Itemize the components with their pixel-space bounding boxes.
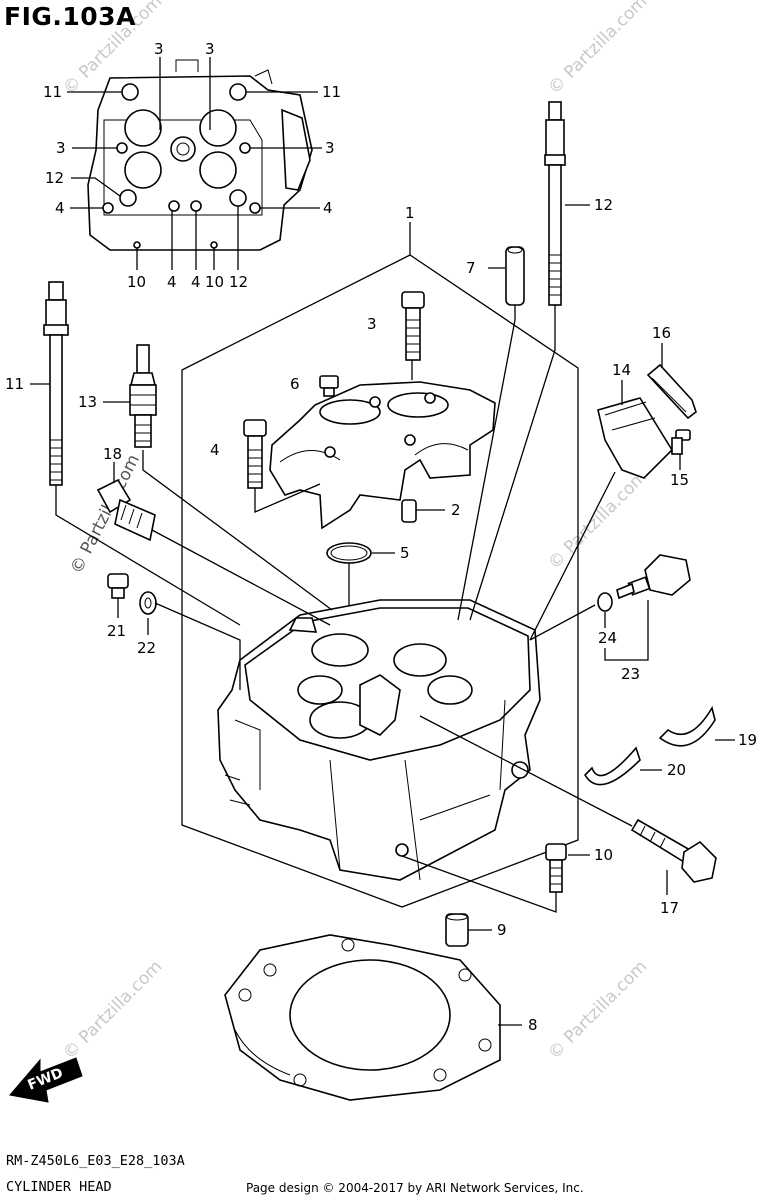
- bolt-17: [419, 715, 717, 895]
- spark-plug-13: [103, 344, 333, 611]
- watermark-text: © Partzilla.com: [544, 467, 651, 574]
- intake-pipe-14: [529, 380, 674, 641]
- callout-19: 19: [738, 731, 757, 749]
- callout-12: 12: [594, 196, 613, 214]
- clamp-16: [646, 343, 697, 420]
- head-top-view: [87, 59, 313, 251]
- callout-22: 22: [137, 639, 156, 657]
- callout-labels: 11 11 3 3 3 3 12 4 4 10 4 4 10 12 1 7 12…: [5, 40, 757, 1034]
- callout-12: 12: [45, 169, 64, 187]
- callout-10: 10: [594, 846, 613, 864]
- callout-4: 4: [210, 441, 220, 459]
- callout-21: 21: [107, 622, 126, 640]
- callout-6: 6: [290, 375, 300, 393]
- callout-18: 18: [103, 445, 122, 463]
- callout-11: 11: [322, 83, 341, 101]
- clip-20: [583, 746, 662, 786]
- figure-code: RM-Z450L6_E03_E28_103A: [6, 1153, 185, 1169]
- callout-14: 14: [612, 361, 631, 379]
- callout-4: 4: [55, 199, 65, 217]
- callout-5: 5: [400, 544, 410, 562]
- callout-3: 3: [325, 139, 335, 157]
- callout-13: 13: [78, 393, 97, 411]
- bolt-10: [401, 843, 590, 913]
- fwd-arrow-icon: FWD: [9, 1057, 83, 1103]
- figure-name: CYLINDER HEAD: [6, 1179, 112, 1195]
- tappet-7: [457, 246, 525, 621]
- bolt-3: [401, 291, 425, 380]
- washer-22: [139, 591, 241, 690]
- bolt-21: [107, 573, 129, 618]
- stud-12: [469, 101, 590, 621]
- callout-8: 8: [528, 1016, 538, 1034]
- cylinder-head-body: [217, 599, 541, 881]
- callout-20: 20: [667, 761, 686, 779]
- callout-9: 9: [497, 921, 507, 939]
- stud-11: [30, 281, 241, 626]
- bolt-6: [319, 375, 339, 397]
- dowel-2: [401, 499, 445, 523]
- callout-3: 3: [154, 40, 164, 58]
- callout-4: 4: [323, 199, 333, 217]
- head-gasket-8: [224, 934, 522, 1101]
- callout-4: 4: [167, 273, 177, 291]
- callout-2: 2: [451, 501, 461, 519]
- figure-title: FIG.103A: [4, 2, 136, 31]
- watermark-text: © Partzilla.com: [544, 957, 651, 1064]
- camshaft-holder: [269, 381, 496, 530]
- bolt-18: [96, 462, 331, 626]
- callout-10: 10: [205, 273, 224, 291]
- top-view-leaders: [67, 57, 322, 270]
- callout-16: 16: [652, 324, 671, 342]
- callout-3: 3: [56, 139, 66, 157]
- callout-4: 4: [191, 273, 201, 291]
- assembly-frame: [181, 222, 579, 908]
- callout-3: 3: [367, 315, 377, 333]
- callout-7: 7: [466, 259, 476, 277]
- copyright-notice: Page design © 2004-2017 by ARI Network S…: [246, 1181, 584, 1195]
- bolt-4: [243, 419, 321, 513]
- screw-15: [671, 429, 691, 470]
- dowel-9: [445, 913, 492, 947]
- callout-17: 17: [660, 899, 679, 917]
- temp-sensor-23: [529, 554, 691, 661]
- watermark-text: © Partzilla.com: [59, 957, 166, 1064]
- watermark-text: © Partzilla.com: [544, 0, 651, 99]
- callout-11: 11: [43, 83, 62, 101]
- callout-1: 1: [405, 204, 415, 222]
- callout-10: 10: [127, 273, 146, 291]
- callout-15: 15: [670, 471, 689, 489]
- callout-12: 12: [229, 273, 248, 291]
- callout-24: 24: [598, 629, 617, 647]
- clip-19: [658, 705, 735, 747]
- callout-3: 3: [205, 40, 215, 58]
- callout-11: 11: [5, 375, 24, 393]
- callout-23: 23: [621, 665, 640, 683]
